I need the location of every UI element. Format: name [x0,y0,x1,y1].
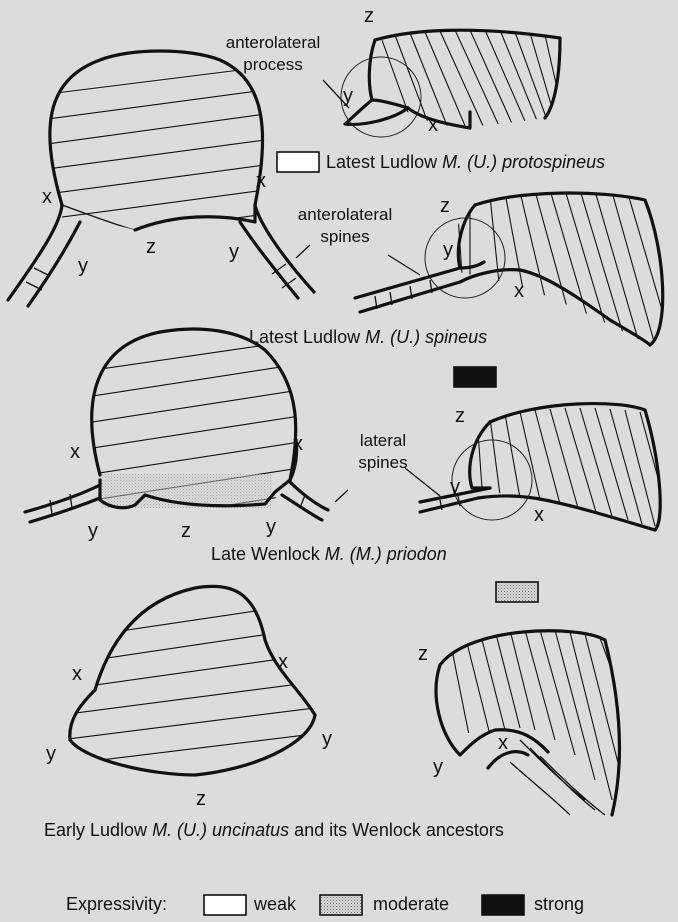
label-y: y [266,516,276,538]
note-anterolateral-process-line2: process [243,55,303,74]
note-lateral-spines-line1: lateral [360,431,406,450]
annotation-anterolateral-process: anterolateral process [226,33,321,74]
label-x: x [514,280,524,302]
label-z: z [146,236,156,258]
label-z: z [196,788,206,810]
spine-d-top [355,268,460,298]
legend: Expressivity: weak moderate strong [66,894,584,915]
shell-spineus-front [8,51,314,306]
shell-priodon-front [25,329,348,528]
label-x: x [278,651,288,673]
label-y: y [433,756,443,778]
highlight-circle-d [425,218,505,298]
legend-swatch-strong [482,895,524,915]
swatch-moderate-priodon [496,582,538,602]
leader-lateral-spines-left [335,490,348,502]
label-x: x [70,441,80,463]
caption-protospineus: Latest Ludlow M. (U.) protospineus [277,152,605,172]
label-y: y [46,743,56,765]
annotation-anterolateral-spines: anterolateral spines [298,205,393,246]
legend-label-weak: weak [253,894,297,914]
swatch-weak-protospineus [277,152,319,172]
ribs-b [382,30,562,128]
label-x: x [256,170,266,192]
spine-c-left-bottom [30,498,100,522]
label-x: x [72,663,82,685]
leader-anterolateral-spines-left [296,245,310,258]
margin-d-hook [458,205,484,268]
note-anterolateral-spines-line2: spines [320,227,369,246]
outline-f [490,404,660,530]
label-x: x [428,114,438,136]
caption-priodon: Late Wenlock M. (M.) priodon [211,544,538,602]
highlight-circle-b [341,57,421,137]
label-z: z [455,405,465,427]
outline-e-bottom [70,690,315,775]
outline-a [50,51,263,205]
label-x: x [42,186,52,208]
caption-spineus-text: Latest Ludlow M. (U.) spineus [249,327,487,347]
ribs-d [458,190,672,346]
spine-c-left-top [25,485,100,512]
label-x: x [498,732,508,754]
margin-g-lower [488,752,528,768]
ribs-f [478,408,664,526]
caption-uncinatus-text: Early Ludlow M. (U.) uncinatus and its W… [44,820,504,840]
caption-uncinatus: Early Ludlow M. (U.) uncinatus and its W… [44,820,504,840]
leader-lateral-spines-right [405,468,440,496]
label-y: y [443,239,453,261]
note-lateral-spines-line2: spines [358,453,407,472]
margin-b [369,40,470,128]
shell-uncinatus-side [436,630,630,815]
note-anterolateral-process-line1: anterolateral [226,33,321,52]
label-z: z [181,520,191,542]
label-z: z [440,195,450,217]
highlight-circle-f [452,440,532,520]
spine-left-a-inner [28,222,80,306]
label-y: y [229,241,239,263]
caption-priodon-text: Late Wenlock M. (M.) priodon [211,544,447,564]
label-y: y [343,85,353,107]
legend-label-moderate: moderate [373,894,449,914]
label-y: y [88,520,98,542]
margin-a [135,205,255,230]
label-y: y [322,728,332,750]
label-y: y [78,255,88,277]
label-z: z [364,5,374,27]
annotation-lateral-spines: lateral spines [358,431,407,472]
label-x: x [293,433,303,455]
legend-title: Expressivity: [66,894,167,914]
swatch-strong-spineus [454,367,496,387]
note-anterolateral-spines-line1: anterolateral [298,205,393,224]
growth-bands-e [60,600,330,790]
label-y: y [450,476,460,498]
outline-c [92,329,296,480]
spine-c-right-bottom [282,495,322,520]
shell-uncinatus-front [60,586,330,790]
caption-protospineus-text: Latest Ludlow M. (U.) protospineus [326,152,605,172]
spine-c-right-top [290,482,328,510]
legend-swatch-weak [204,895,246,915]
ribs-g [450,630,630,800]
legend-label-strong: strong [534,894,584,914]
margin-f [478,496,655,530]
legend-swatch-moderate [320,895,362,915]
spine-left-a [8,205,62,300]
leader-anterolateral-spines-right [388,255,420,275]
growth-bands-a [40,65,280,245]
label-x: x [534,504,544,526]
shell-protospineus-side [323,30,562,137]
label-z: z [418,643,428,665]
